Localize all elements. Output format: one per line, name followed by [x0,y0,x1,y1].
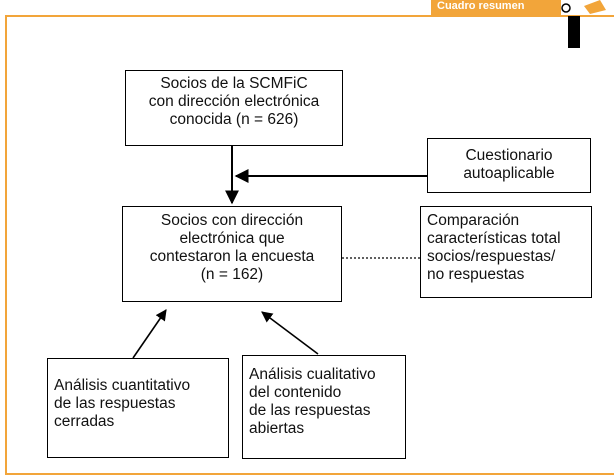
arrow-from-quantitative [132,309,167,359]
box-cualitativo: Análisis cualitativo del contenido de la… [242,355,406,459]
box-comparacion: Comparación características total socios… [420,206,592,298]
header-tag: Cuadro resumen [431,0,561,17]
box-cuestionario: Cuestionario autoaplicable [427,138,591,193]
figure-icon [561,0,606,48]
box-cuantitativo: Análisis cuantitativo de las respuestas … [47,358,229,458]
box-contestaron: Socios con dirección electrónica que con… [122,206,342,302]
connector-lines [132,146,427,359]
arrow-from-qualitative [261,311,319,355]
box-socios-total: Socios de la SCMFiC con dirección electr… [125,70,343,146]
